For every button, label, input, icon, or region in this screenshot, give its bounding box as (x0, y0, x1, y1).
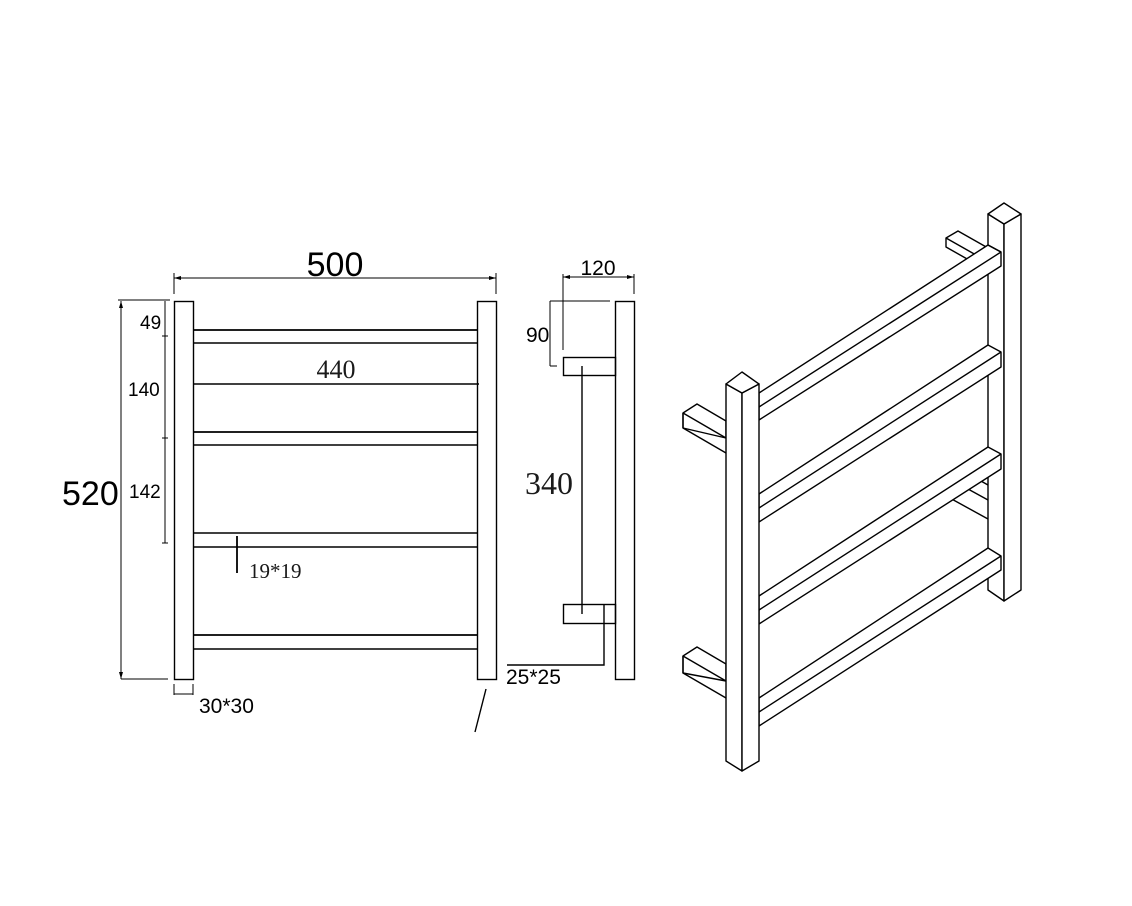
isometric-view (682, 202, 1022, 772)
iso-right-post (987, 202, 1022, 602)
bracket-offset-dimension: 90 (526, 300, 610, 367)
front-left-post (173, 300, 195, 681)
bracket-section-callout: 25*25 (506, 604, 605, 689)
iso-left-post (725, 371, 760, 772)
depth-dimension: 120 (562, 257, 635, 350)
iso-rails (758, 244, 1002, 727)
iso-rail-1 (758, 244, 1002, 421)
front-right-post (476, 300, 498, 681)
rail-section-label: 19*19 (249, 559, 302, 583)
post-section-callout: 30*30 (173, 684, 254, 718)
rail-section-callout: 19*19 (236, 536, 302, 583)
iso-front-upper-bracket (682, 403, 727, 454)
top-offset-label: 49 (140, 313, 161, 334)
bracket-offset-label: 90 (526, 324, 549, 347)
post-section-label: 30*30 (199, 695, 254, 718)
depth-label: 120 (580, 257, 615, 280)
side-view: 120 90 340 25*25 (506, 257, 636, 689)
rail-length-label: 440 (317, 355, 356, 384)
overall-height-label: 520 (62, 475, 119, 513)
side-post (614, 300, 636, 681)
overall-width-dimension: 500 (173, 246, 497, 294)
rail-spacing-dimension: 49 140 142 (128, 301, 168, 544)
side-upper-bracket (562, 356, 617, 377)
iso-front-lower-bracket (682, 646, 727, 699)
rail-length-dimension: 440 (193, 355, 479, 385)
rail-spacing-1-label: 140 (128, 380, 160, 401)
side-lower-bracket (562, 603, 617, 625)
bracket-spacing-dimension: 340 (525, 366, 583, 614)
rail-spacing-2-label: 142 (129, 482, 161, 503)
overall-height-dimension: 520 (62, 299, 170, 680)
front-rails (193, 329, 477, 650)
front-view: 500 520 49 140 142 440 (62, 246, 498, 733)
bracket-section-label: 25*25 (506, 666, 561, 689)
leader-line (474, 688, 487, 733)
overall-width-label: 500 (307, 246, 364, 284)
bracket-spacing-label: 340 (525, 465, 573, 501)
